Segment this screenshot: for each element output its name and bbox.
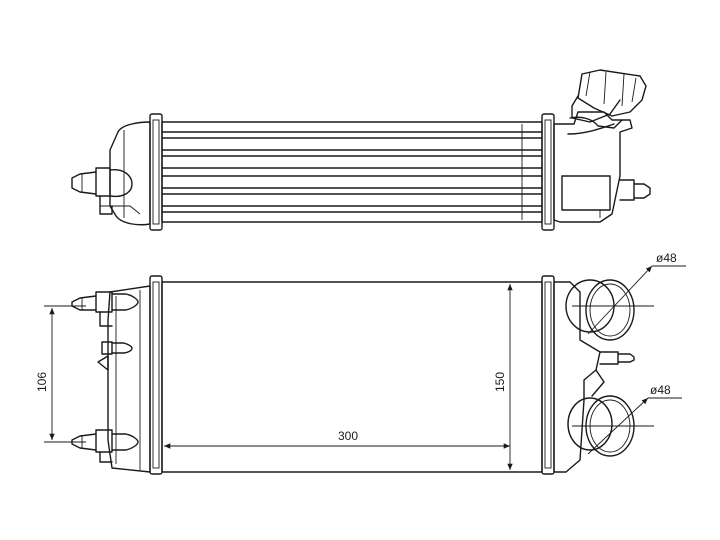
dimension-height-label: 150 [493, 372, 507, 392]
top-right-header [541, 113, 555, 231]
dimension-inlet-diameter-label: ø48 [656, 251, 677, 265]
front-view [71, 275, 654, 475]
middle-mount-bolt [97, 341, 133, 371]
front-core [161, 281, 543, 473]
dimension-outlet-diameter-label: ø48 [650, 383, 671, 397]
dimension-inlet-diameter: ø48 [587, 251, 686, 335]
top-view [71, 69, 651, 231]
top-left-tank [71, 121, 151, 226]
dimension-mount-spacing: 106 [35, 305, 86, 443]
dimension-height: 150 [493, 284, 513, 470]
dimension-width: 300 [164, 429, 510, 449]
front-right-header [541, 275, 555, 475]
dimension-mount-spacing-label: 106 [35, 372, 49, 392]
dimension-outlet-diameter: ø48 [587, 383, 682, 455]
top-right-tank [553, 69, 651, 223]
dimension-width-label: 300 [338, 429, 358, 443]
top-left-header [149, 113, 163, 231]
upper-mount-bolt [71, 291, 139, 327]
front-right-tank [553, 281, 635, 473]
front-left-tank [107, 285, 151, 473]
outlet-pipe [567, 395, 654, 457]
top-core [161, 121, 543, 223]
lower-mount-bolt [71, 429, 139, 463]
front-left-header [149, 275, 163, 475]
